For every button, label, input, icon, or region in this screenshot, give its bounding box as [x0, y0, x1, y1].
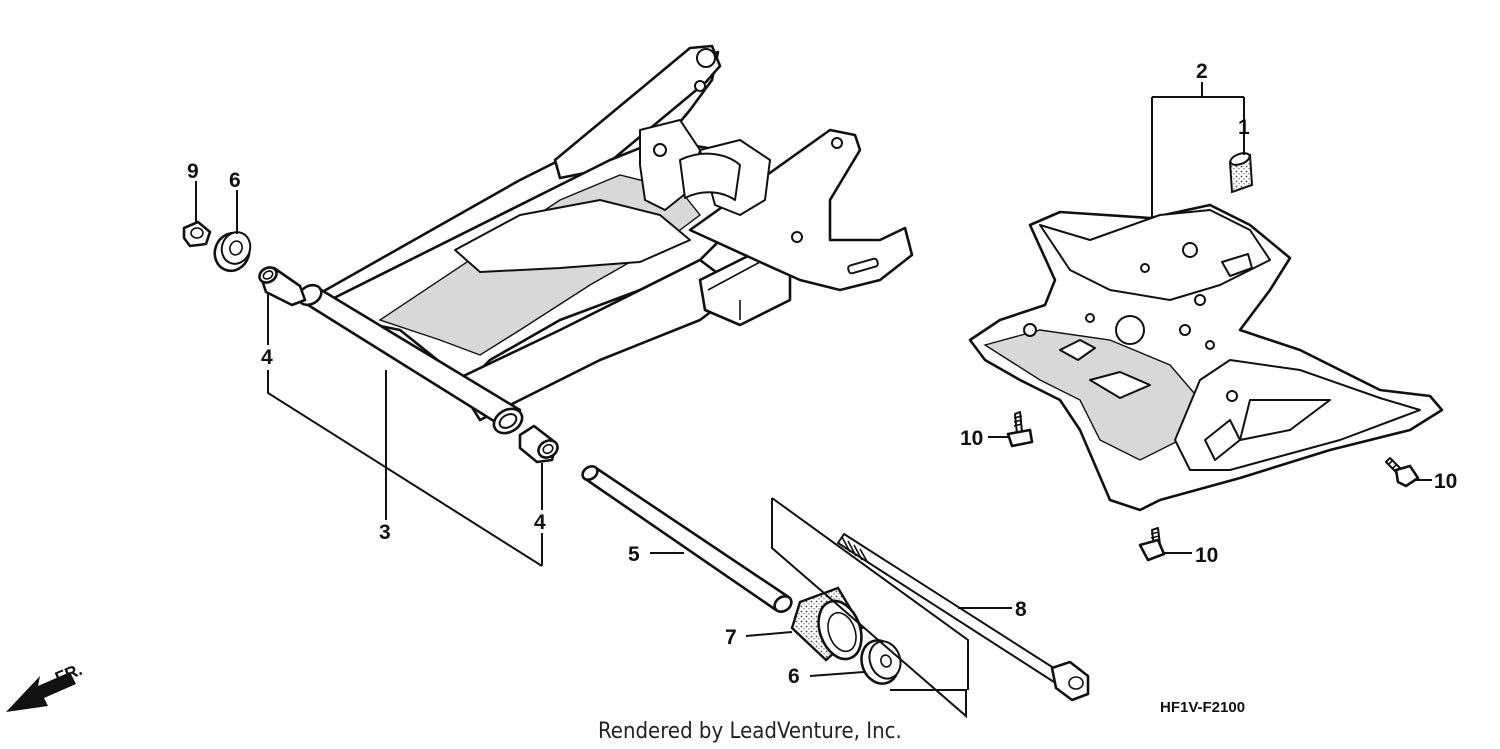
swingarm-part-3[interactable]	[295, 44, 914, 438]
nut-part-9[interactable]	[182, 220, 212, 248]
callout-2: 2	[1196, 60, 1208, 83]
callout-7: 7	[725, 626, 737, 649]
front-direction-arrow: FR.	[6, 660, 85, 712]
callout-6-lower: 6	[788, 665, 800, 688]
callout-10-left: 10	[960, 427, 983, 450]
washer-upper-part-6[interactable]	[210, 228, 255, 275]
bushing-upper-part-4[interactable]	[257, 264, 307, 307]
pivot-collar-part-5[interactable]	[580, 463, 794, 614]
arrow-icon	[6, 672, 76, 712]
callout-labels: 2 1 9 6 4 4 3 5 7 6 8 10 10 10	[187, 60, 1457, 688]
callout-1: 1	[1238, 116, 1250, 139]
callout-3: 3	[379, 521, 391, 544]
callout-8: 8	[1015, 598, 1027, 621]
footer-credit: Rendered by LeadVenture, Inc.	[598, 719, 902, 744]
bushing-lower-part-4[interactable]	[518, 424, 561, 464]
callout-4-upper: 4	[261, 346, 273, 369]
callout-5: 5	[628, 543, 640, 566]
skid-plate-part-2[interactable]	[968, 203, 1444, 512]
diagram-code: HF1V-F2100	[1160, 699, 1245, 716]
callout-4-lower: 4	[534, 511, 546, 534]
callout-10-bottom: 10	[1195, 544, 1218, 567]
callout-10-right: 10	[1434, 470, 1457, 493]
insert-part-1[interactable]	[1228, 151, 1254, 194]
front-label: FR.	[52, 660, 85, 688]
pivot-bolt-part-8[interactable]	[837, 533, 1090, 702]
bolt-part-10-right[interactable]	[1385, 457, 1420, 488]
bolt-part-10-bottom[interactable]	[1138, 527, 1166, 562]
callout-9: 9	[187, 160, 199, 183]
leader-lines	[195, 82, 1432, 719]
bolt-part-10-left[interactable]	[1006, 411, 1034, 448]
callout-6-upper: 6	[229, 169, 241, 192]
